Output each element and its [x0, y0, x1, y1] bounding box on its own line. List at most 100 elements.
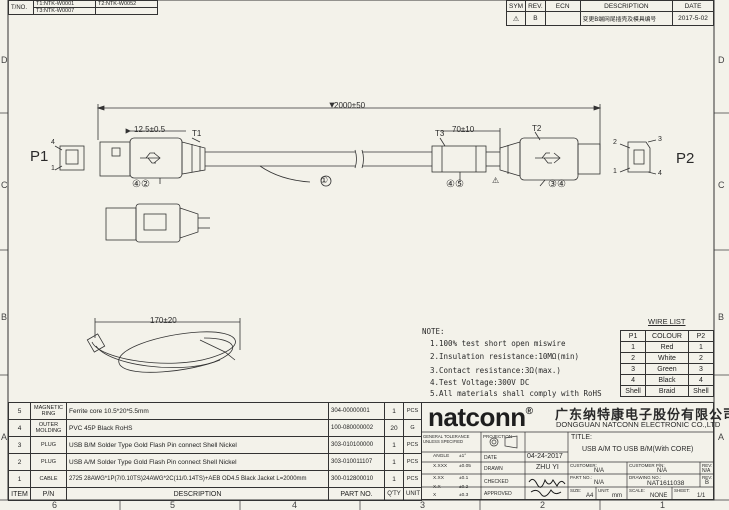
coil-dimension: 170±20 [150, 316, 177, 325]
bom-header-pn: P/N [30, 487, 67, 501]
bom-row: 4 OUTER MOLDING PVC 45P Black RoHS 100-0… [8, 419, 422, 437]
balloon-45: ④⑤ [446, 179, 464, 190]
label-t3: T3 [435, 129, 445, 138]
zone-left-a: A [1, 432, 8, 442]
title-label: TITLE: [571, 434, 593, 441]
bom-row: 1 CABLE 2725 28AWG*1P(7/0.10TS)24AWG*2C(… [8, 470, 422, 488]
unit-value: mm [612, 493, 622, 499]
zone-right-a: A [718, 432, 725, 442]
date-label: DATE [484, 455, 497, 461]
zone-right-b: B [718, 312, 725, 322]
scale-value: NONE [650, 493, 668, 499]
wire-row-5-colour: Braid [645, 385, 689, 397]
revision-table: SYM REV. ECN DESCRIPTION DATE ⚠ B 变更B端网尾… [505, 0, 714, 26]
p2-pin-1: 1 [613, 168, 617, 175]
customer-label: CUSTOMER: [570, 463, 597, 468]
company-name-cn: 广东纳特康电子股份有限公司 [555, 408, 729, 423]
tol-angle-key: ANGLE [433, 454, 450, 459]
tol-angle-val: ±1° [459, 454, 467, 459]
zone-bottom-6: 6 [52, 500, 58, 510]
label-t2: T2 [532, 124, 542, 133]
p2-pin-4: 4 [658, 170, 662, 177]
balloon-1: ① [320, 175, 329, 185]
drawing-no-value: NAT1611038 [647, 480, 685, 487]
label-p1: P1 [30, 148, 49, 165]
rev-label-1: REV: [702, 463, 713, 468]
label-t1: T1 [192, 129, 202, 138]
bom-row: 2 PLUG USB A/M Solder Type Gold Flash Pi… [8, 453, 422, 471]
company-name-en: DONGGUAN NATCONN ELECTRONIC CO.,LTD [556, 420, 721, 429]
bom-header-desc: DESCRIPTION [66, 487, 329, 501]
bom-row: 3 PLUG USB B/M Solder Type Gold Flash Pi… [8, 436, 422, 454]
wire-row-5-p1: Shell [619, 385, 647, 397]
projection-label: PROJECTION [483, 434, 513, 439]
tol-x-key: X [433, 493, 437, 498]
note-4: 4.Test Voltage:300V DC [430, 378, 530, 387]
tolerance-label: GENERAL TOLERANCE UNLESS SPECIFIED [423, 434, 470, 444]
tol-x-val: ±0.3 [459, 493, 469, 498]
part-no-value: N/A [594, 480, 605, 486]
checked-label: CHECKED [484, 479, 509, 485]
tol-xxxx-val: ±0.05 [459, 464, 471, 469]
zone-bottom-2: 2 [540, 500, 546, 510]
wire-list-title: WIRE LIST [648, 317, 686, 326]
bom-table: 5 MAGNETIC RING Ferrite core 10.5*20*5.5… [8, 402, 422, 501]
scale-label: SCALE: [629, 488, 646, 493]
customer-value: N/A [594, 468, 605, 474]
zone-bottom-1: 1 [660, 500, 666, 510]
dim-70: 70±10 [452, 125, 475, 134]
p2-pin-3: 3 [658, 136, 662, 143]
note-2: 2.Insulation resistance:10MΩ(min) [430, 352, 580, 361]
balloon-34: ③④ [548, 179, 566, 190]
zone-left-c: C [1, 180, 8, 190]
customer-pn-label: CUSTOMER P/N: [629, 463, 665, 468]
note-1: 1.100% test short open miswire [430, 339, 566, 348]
dim-12-5: 12.5±0.5 [134, 125, 166, 134]
part-no-label: PART NO.: [570, 475, 593, 480]
notes-title: NOTE: [422, 327, 445, 336]
rev-date: 2017-5-02 [672, 11, 714, 26]
zone-bottom-4: 4 [292, 500, 298, 510]
zone-right-d: D [718, 55, 725, 65]
p2-pin-2: 2 [613, 139, 617, 146]
drawn-value: ZHU YI [536, 464, 559, 471]
rev-value-1: N/A [702, 468, 711, 474]
balloon-42: ④② [132, 179, 150, 190]
signature-checked [528, 478, 566, 497]
approved-label: APPROVED [484, 491, 512, 497]
sheet-value: 1/1 [697, 493, 706, 499]
drawing-no-label: DRAWING NO.: [629, 475, 662, 480]
title-block [421, 402, 714, 500]
zone-right-c: C [718, 180, 725, 190]
date-value: 04-24-2017 [527, 453, 563, 460]
tol-xxx-key: X.XX [433, 476, 444, 481]
tol-xxxx-key: X.XXX [433, 464, 448, 469]
note-3: 3.Contact resistance:3Ω(max.) [430, 366, 561, 375]
tol-xx-val: ±0.2 [459, 485, 469, 490]
customer-pn-value: N/A [657, 468, 668, 474]
note-5: 5.All materials shall comply with RoHS [430, 389, 602, 398]
length-dimension: 2000±50 [334, 101, 366, 110]
rev-description: 变更B端网尾插壳及模具编号 [579, 11, 674, 26]
size-label: SIZE: [570, 488, 582, 493]
zone-left-b: B [1, 312, 8, 322]
brand-name: natconn [428, 402, 526, 432]
p1-pin-4: 4 [51, 139, 55, 146]
warning-icon: ⚠ [492, 176, 500, 185]
wire-row-5-p2: Shell [687, 385, 715, 397]
rev-value-2: B [705, 480, 710, 486]
bom-pn: MAGNETIC RING [30, 402, 67, 420]
drawn-label: DRAWN [484, 466, 503, 472]
bom-header-qty: Q'TY [384, 487, 404, 501]
wire-header-p1: P1 [619, 330, 647, 342]
sheet-label: SHEET: [674, 488, 690, 493]
company-logo: natconn® [428, 402, 533, 433]
p1-pin-1: 1 [51, 165, 55, 172]
label-p2: P2 [676, 150, 695, 167]
tool-number-table: T/NO. T1:NTK-W0001 T2:NTK-W0052 T3:NTK-W… [8, 0, 158, 15]
rev-sym: ⚠ [505, 11, 527, 26]
size-value: A4 [586, 493, 594, 499]
registered-mark: ® [525, 406, 533, 417]
